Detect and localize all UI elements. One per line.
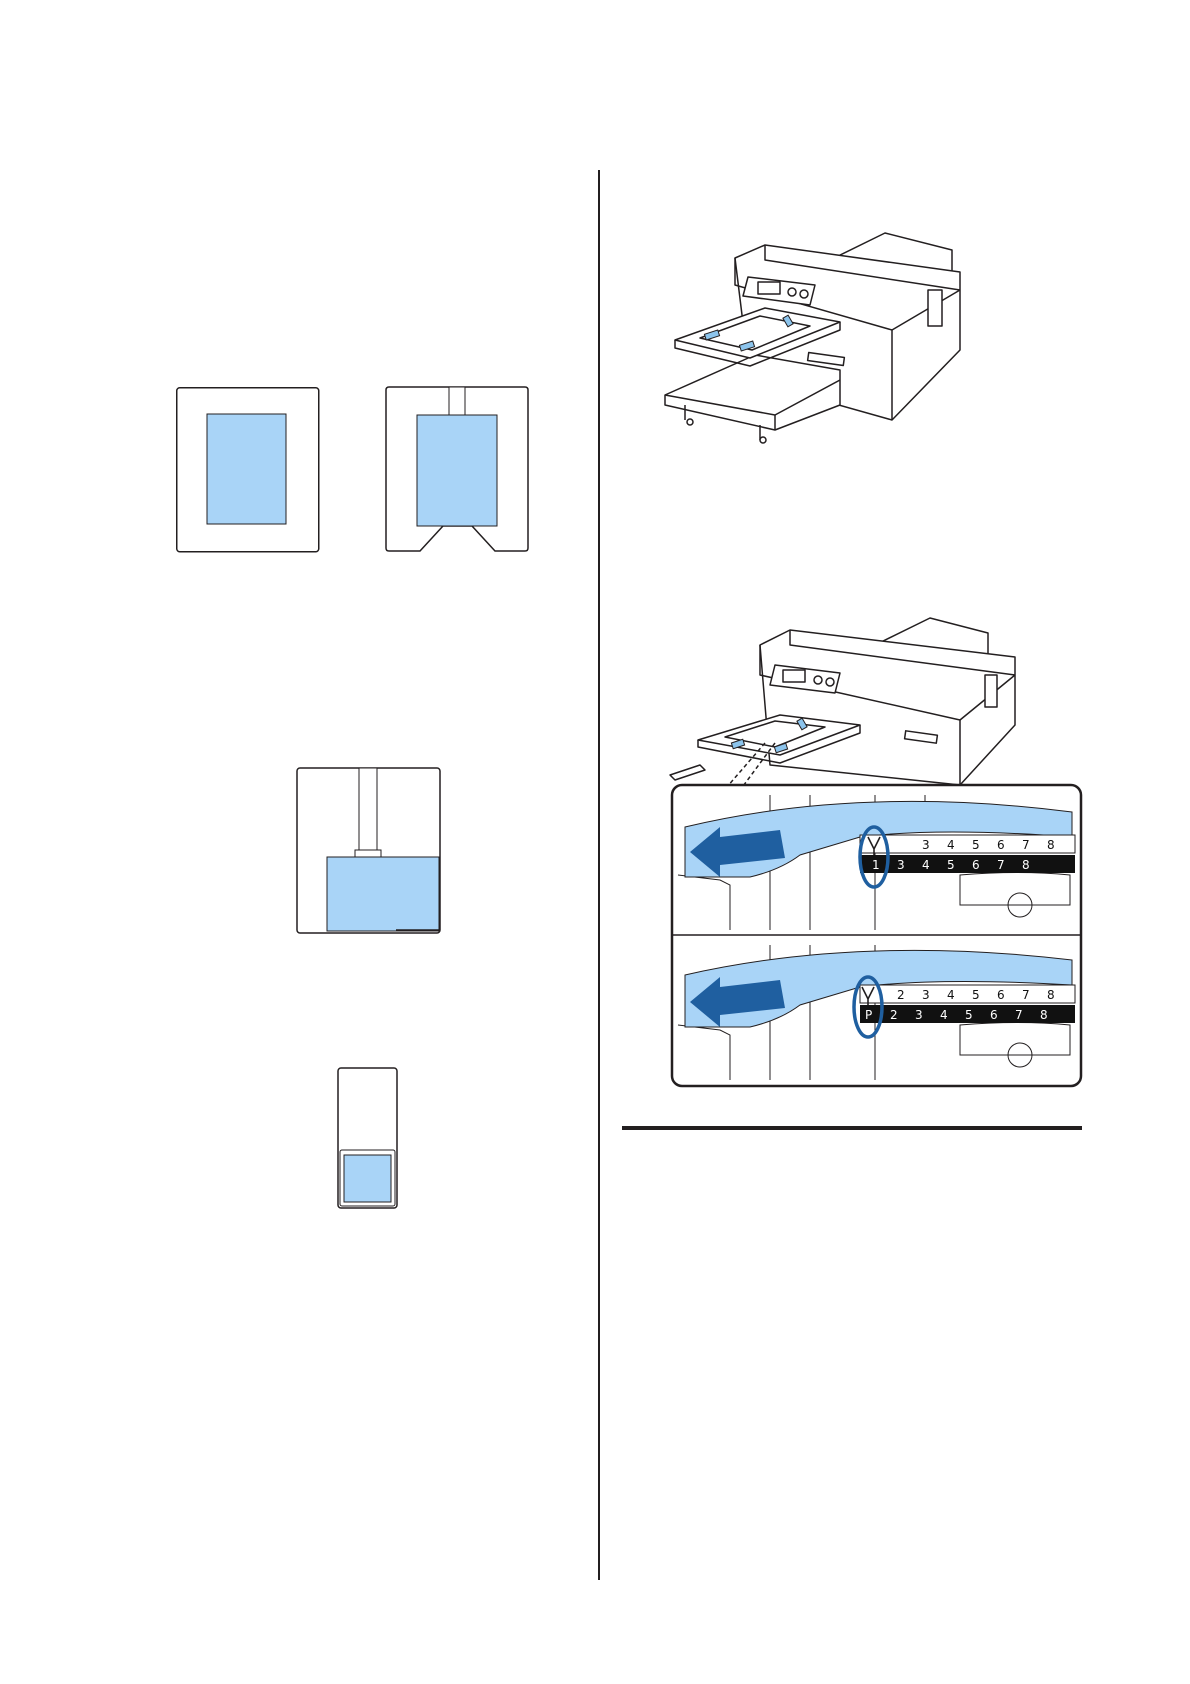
scale-label: 4 [922,858,930,872]
section-rule [622,1126,1082,1130]
scale-label: 4 [940,1008,948,1022]
scale-label: 4 [947,988,955,1002]
scale-label: 8 [1047,838,1055,852]
scale-label: 8 [1040,1008,1048,1022]
scale-label: 7 [1022,838,1030,852]
scale-label: 5 [965,1008,973,1022]
scale-label: 6 [997,988,1005,1002]
scale-label: 7 [1022,988,1030,1002]
scale-label: 5 [972,988,980,1002]
scale-label: 3 [897,858,905,872]
scale-label: 7 [1015,1008,1023,1022]
platen-figure-sleeve [296,767,442,935]
scale-label: 8 [1022,858,1030,872]
scale-label: 2 [897,988,905,1002]
scale-label: 4 [947,838,955,852]
scale-label: 6 [972,858,980,872]
scale-label: 3 [922,838,930,852]
column-divider [598,170,600,1580]
scale-label: 2 [890,1008,898,1022]
scale-label: P [865,1008,872,1022]
scale-label: 6 [990,1008,998,1022]
platen-figure-standard [176,387,321,554]
scale-label: 8 [1047,988,1055,1002]
platen-figure-slotted [385,386,530,554]
scale-label: 5 [947,858,955,872]
scale-label: 5 [972,838,980,852]
scale-label: 6 [997,838,1005,852]
scale-label: 1 [872,858,880,872]
platen-figure-small [337,1067,399,1210]
scale-label: 3 [915,1008,923,1022]
printer-illustration-platen-loaded [660,230,990,450]
scale-label: 3 [922,988,930,1002]
scale-label: 7 [997,858,1005,872]
